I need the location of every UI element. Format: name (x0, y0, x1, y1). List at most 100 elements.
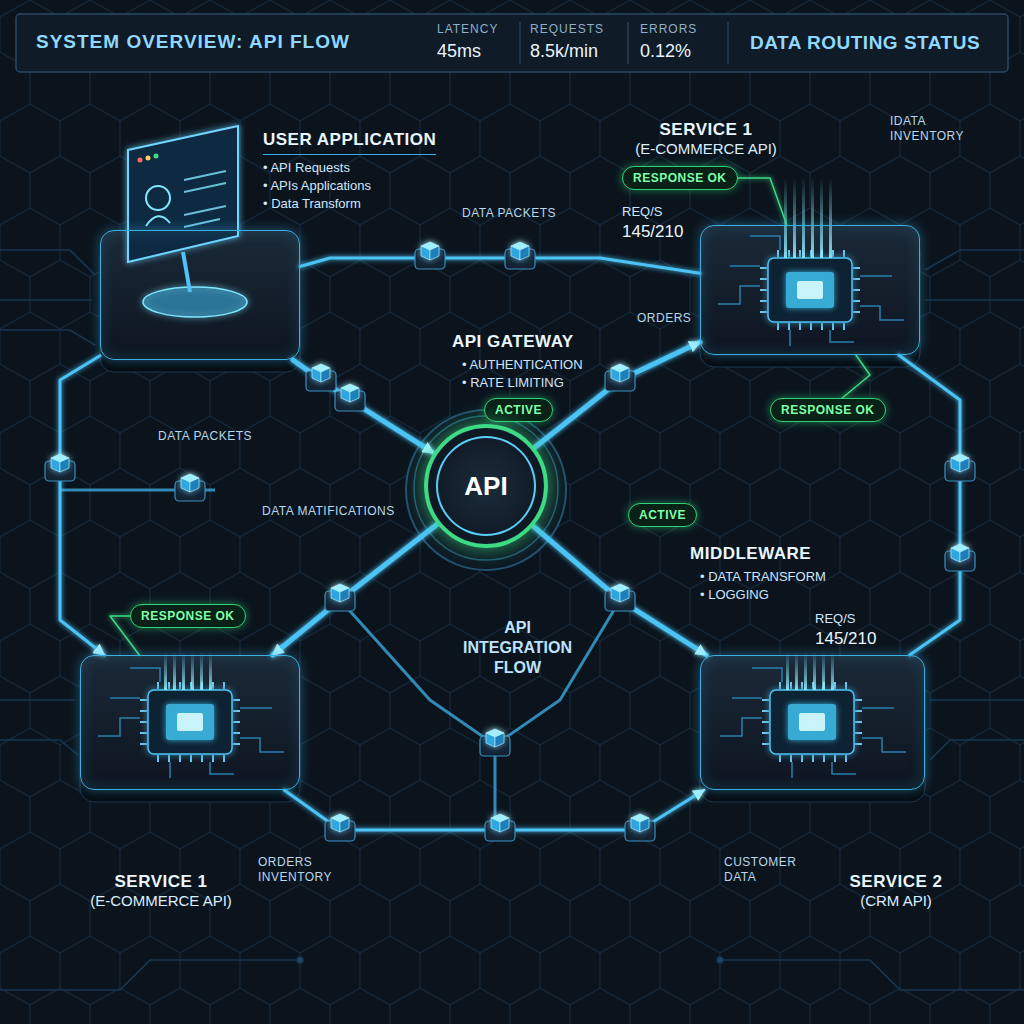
rate-value: 145/210 (622, 221, 683, 242)
node-heading: SERVICE 1 (61, 871, 261, 892)
status-pill: ACTIVE (484, 398, 553, 422)
metric-value: 8.5k/min (530, 40, 598, 63)
node-caption: SERVICE 2(CRM API) (796, 871, 996, 911)
flow-label: DATA PACKETS (158, 429, 252, 444)
data-packet (605, 364, 635, 391)
leader-line (738, 178, 787, 225)
label-slot: • DATA TRANSFORM (700, 568, 826, 586)
rate-value: 145/210 (815, 628, 876, 649)
label-slot: IDATA INVENTORY (890, 114, 970, 144)
label-slot: CUSTOMER DATA (724, 855, 804, 885)
data-packet (306, 364, 336, 391)
node-detail: • API Requests (263, 159, 463, 177)
label-slot: ORDERS INVENTORY (258, 855, 338, 885)
metric-label: LATENCY (437, 22, 498, 37)
gateway-circle: API (424, 424, 548, 548)
label-slot: • RATE LIMITING (462, 374, 564, 392)
status-pill: RESPONSE OK (622, 166, 738, 190)
feature-bullet: • LOGGING (700, 586, 769, 604)
node-detail: (CRM API) (796, 892, 996, 911)
data-packet (945, 454, 975, 481)
node-caption: SERVICE 1(E-COMMERCE API) (61, 871, 261, 911)
rate-label: REQ/S (815, 611, 855, 627)
label-slot: API GATEWAY (452, 331, 574, 352)
label-slot: ORDERS (637, 311, 691, 326)
flow-label: ORDERS (637, 311, 691, 326)
node-detail: • APIs Applications (263, 177, 463, 195)
flow-connector (899, 355, 960, 655)
status-pill: RESPONSE OK (770, 398, 886, 422)
status-bar (16, 14, 1008, 72)
node-heading: SERVICE 2 (796, 871, 996, 892)
flow-connector (300, 258, 700, 273)
label-slot: 145/210 (815, 628, 876, 649)
data-packet (175, 474, 205, 501)
metric-label: ERRORS (640, 22, 697, 37)
node-heading: API (464, 471, 507, 502)
node-heading: RESPONSE OK (781, 402, 875, 418)
feature-bullet: • AUTHENTICATION (462, 356, 583, 374)
label-slot: REQ/S (622, 204, 662, 220)
node-detail: (E-COMMERCE API) (611, 140, 801, 159)
data-packet (335, 384, 365, 411)
diagram-title: SYSTEM OVERVIEW: API FLOW (36, 30, 350, 54)
label-slot: 45ms (437, 40, 481, 63)
flow-connector (293, 360, 434, 453)
flow-label: DATA MATIFICATIONS (262, 504, 395, 519)
data-packet (485, 814, 515, 841)
flow-label: ORDERS INVENTORY (258, 855, 338, 885)
node-heading: ACTIVE (495, 402, 542, 418)
data-packet (505, 242, 535, 269)
feature-bullet: • DATA TRANSFORM (700, 568, 826, 586)
app-platform: USER APPLICATION• API Requests• APIs App… (100, 230, 300, 360)
status-pill: RESPONSE OK (130, 604, 246, 628)
api-platform (406, 410, 566, 570)
status-heading: DATA ROUTING STATUS (750, 31, 980, 55)
light-beams (784, 178, 832, 258)
data-packet (945, 544, 975, 571)
platform-slabs (80, 225, 925, 802)
pipe-network (60, 490, 620, 830)
label-slot: REQ/S (815, 611, 855, 627)
flow-connector (60, 356, 104, 655)
node-detail: (E-COMMERCE API) (61, 892, 261, 911)
data-packet (325, 814, 355, 841)
label-slot: API INTEGRATION FLOW (455, 618, 580, 678)
data-packet (480, 729, 510, 756)
node-caption: SERVICE 1(E-COMMERCE API) (611, 119, 801, 159)
label-slot: • AUTHENTICATION (462, 356, 583, 374)
label-slot: 8.5k/min (530, 40, 598, 63)
label-slot: 145/210 (622, 221, 683, 242)
section-heading: MIDDLEWARE (690, 543, 811, 564)
label-slot: DATA PACKETS (158, 429, 252, 444)
label-slot: DATA MATIFICATIONS (262, 504, 395, 519)
metric-value: 45ms (437, 40, 481, 63)
feature-bullet: • RATE LIMITING (462, 374, 564, 392)
flow-connector (273, 524, 437, 655)
node-detail: • Data Transform (263, 195, 463, 213)
user-monitor (128, 126, 247, 317)
node-heading: SERVICE 1 (611, 119, 801, 140)
flow-label: DATA PACKETS (462, 206, 556, 221)
light-beams (164, 652, 212, 690)
label-slot: • LOGGING (700, 586, 769, 604)
flow-label: IDATA INVENTORY (890, 114, 970, 144)
node-heading: RESPONSE OK (141, 608, 235, 624)
label-slot: 0.12% (640, 40, 691, 63)
data-packet (605, 584, 635, 611)
light-beams (786, 652, 834, 690)
label-slot: LATENCY (437, 22, 498, 37)
label-slot: MIDDLEWARE (690, 543, 811, 564)
flow-label: CUSTOMER DATA (724, 855, 804, 885)
node-heading: ACTIVE (639, 507, 686, 523)
rate-label: REQ/S (622, 204, 662, 220)
node-caption: USER APPLICATION • API Requests• APIs App… (263, 129, 463, 213)
data-packet (415, 242, 445, 269)
node-heading: USER APPLICATION (263, 129, 436, 155)
service-chip: SERVICE 1(E-COMMERCE API) (80, 655, 300, 790)
flow-connector (533, 526, 706, 655)
metric-label: REQUESTS (530, 22, 604, 37)
data-packet (325, 584, 355, 611)
